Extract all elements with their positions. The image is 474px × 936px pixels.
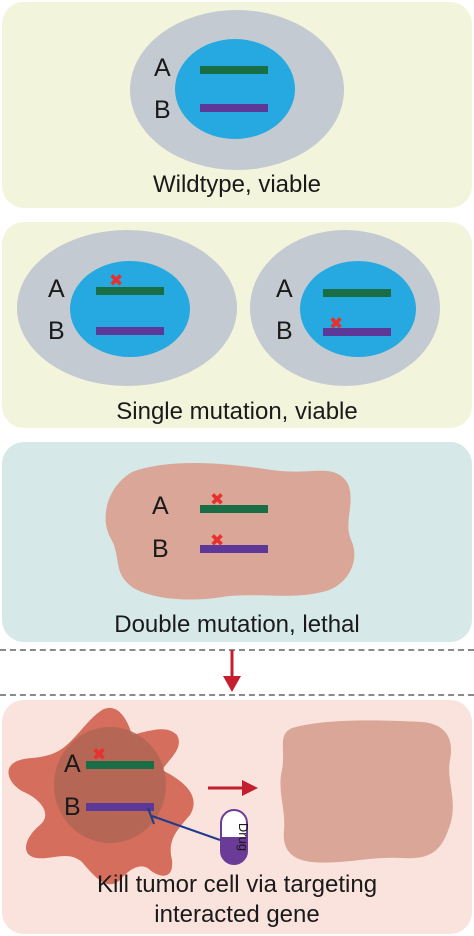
gene-b-label: B (64, 793, 81, 821)
tumor-nucleus (54, 727, 166, 843)
double-mutation-diagram: ✖ ✖ A B (105, 463, 355, 600)
right-arrow (208, 780, 258, 796)
mutation-mark-a: ✖ (210, 490, 224, 510)
gene-a-label-left: A (48, 275, 65, 303)
divider-bottom (0, 694, 474, 696)
down-arrow (223, 650, 241, 692)
gene-b-bar (200, 104, 268, 112)
gene-b-bar (86, 803, 154, 811)
nucleus-right (300, 261, 416, 357)
tumor-caption-line1: Kill tumor cell via targeting (96, 871, 378, 898)
mutation-mark-a-left: ✖ (109, 271, 123, 291)
dead-cell (280, 720, 453, 863)
gene-b-bar-right (323, 328, 391, 336)
drug-label: Drug (236, 823, 251, 851)
single-mutation-caption: Single mutation, viable (116, 398, 358, 425)
gene-a-label: A (64, 750, 81, 778)
gene-a-bar (200, 66, 268, 74)
nucleus-left (70, 261, 190, 357)
single-mutation-diagram: ✖ A B ✖ A B (17, 230, 440, 386)
tumor-panel: ✖ A B Drug Kill tumor cell via targeting… (2, 700, 472, 934)
drug-pill: Drug (220, 809, 251, 865)
gene-b-bar (200, 545, 268, 553)
dead-cell (105, 463, 355, 600)
single-mutation-panel: ✖ A B ✖ A B Single mutation, viable (2, 222, 472, 428)
double-mutation-caption: Double mutation, lethal (114, 611, 360, 638)
wildtype-caption: Wildtype, viable (152, 171, 322, 198)
divider-top (0, 649, 474, 651)
gene-b-label-left: B (48, 317, 65, 345)
mutation-mark-b-right: ✖ (329, 314, 343, 334)
tumor-diagram: ✖ A B Drug (8, 707, 453, 885)
gene-a-bar (200, 505, 268, 513)
gene-a-label: A (154, 54, 171, 82)
wildtype-panel: A B Wildtype, viable (2, 2, 472, 208)
mutation-mark-a: ✖ (92, 745, 106, 765)
gene-a-bar (86, 761, 154, 769)
tumor-caption-line2: interacted gene (154, 901, 320, 928)
mutation-mark-b: ✖ (210, 531, 224, 551)
gene-b-label-right: B (276, 317, 293, 345)
gene-a-bar-left (96, 287, 164, 295)
gene-b-bar-left (96, 327, 164, 335)
gene-b-label: B (152, 535, 169, 563)
inhibition-line (151, 815, 221, 841)
double-mutation-panel: ✖ ✖ A B Double mutation, lethal (2, 442, 472, 642)
gene-a-label: A (152, 492, 169, 520)
inhibition-bar (147, 807, 155, 825)
gene-a-bar-right (323, 289, 391, 297)
gene-a-label-right: A (276, 275, 293, 303)
nucleus (175, 39, 295, 139)
wildtype-cell-diagram: A B (130, 10, 344, 170)
gene-b-label: B (154, 96, 171, 124)
